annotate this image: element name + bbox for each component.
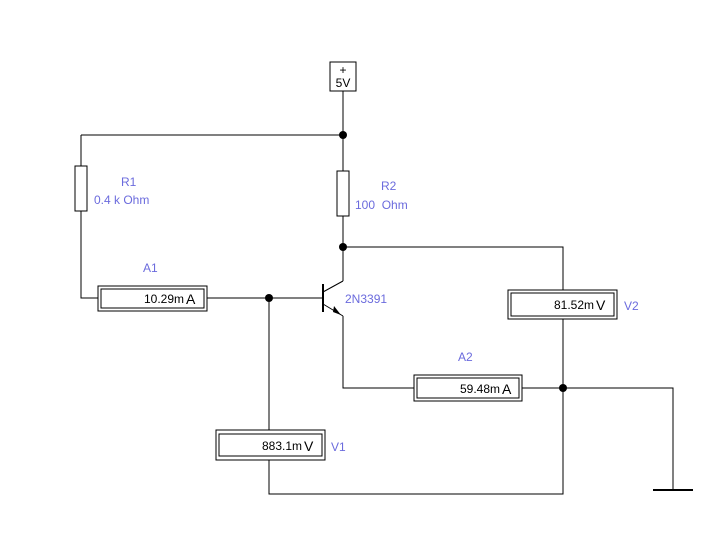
resistor-r1[interactable] [74, 165, 88, 212]
wire-collector-node-to-v2 [343, 246, 564, 290]
dc-source[interactable]: + 5V [329, 61, 357, 92]
v1-reading: 883.1m [262, 439, 302, 453]
r1-name: R1 [121, 175, 137, 189]
source-polarity: + [339, 63, 346, 77]
v1-name: V1 [331, 440, 346, 454]
v2-reading: 81.52m [554, 298, 594, 312]
v1-unit: V [304, 438, 314, 454]
a1-name: A1 [143, 261, 158, 275]
r1-value: 0.4 k Ohm [94, 193, 149, 207]
a1-unit: A [186, 291, 196, 307]
transistor-model: 2N3391 [345, 292, 387, 306]
source-value: 5V [336, 76, 351, 90]
npn-transistor-icon[interactable] [322, 280, 344, 317]
a2-reading: 59.48m [460, 382, 500, 396]
v2-unit: V [596, 297, 606, 313]
node-collector [339, 243, 347, 251]
wire-v1-bottom-loop [268, 388, 564, 495]
voltmeter-v1[interactable]: 883.1m V [215, 429, 326, 461]
r2-name: R2 [381, 179, 397, 193]
r2-value: 100 Ohm [355, 198, 408, 212]
node-ground-rail [559, 384, 567, 392]
node-top [339, 131, 347, 139]
ammeter-a1[interactable]: 10.29m A [97, 285, 208, 312]
wire-r1-to-a1 [80, 211, 98, 299]
resistor-r2[interactable] [336, 170, 350, 217]
a2-name: A2 [458, 350, 473, 364]
a2-unit: A [502, 381, 512, 397]
voltmeter-v2[interactable]: 81.52m V [507, 289, 618, 320]
ammeter-a2[interactable]: 59.48m A [413, 374, 523, 402]
wires [80, 91, 674, 495]
node-base [265, 294, 273, 302]
a1-reading: 10.29m [144, 292, 184, 306]
wire-emitter-to-a2 [342, 316, 414, 389]
v2-name: V2 [624, 299, 639, 313]
wire-to-ground [563, 387, 674, 490]
